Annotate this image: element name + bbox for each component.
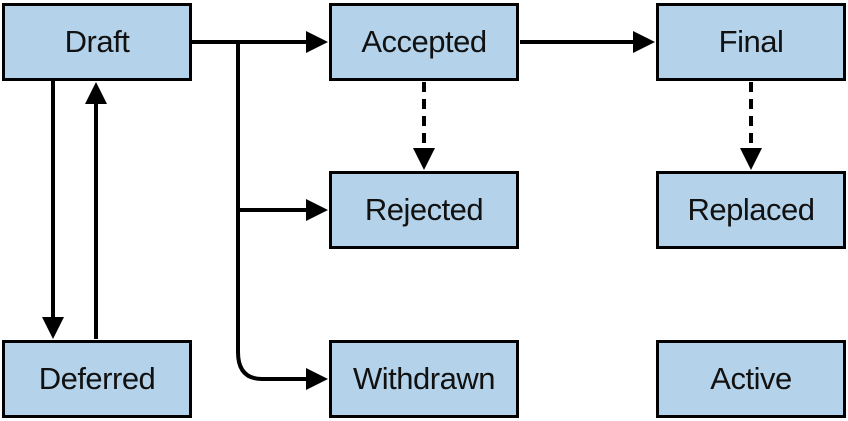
arrowhead-draft: [85, 82, 107, 104]
node-withdrawn: Withdrawn: [329, 340, 519, 418]
node-replaced: Replaced: [656, 171, 846, 249]
node-active: Active: [656, 340, 846, 418]
node-deferred: Deferred: [2, 340, 192, 418]
node-rejected: Rejected: [329, 171, 519, 249]
node-replaced-label: Replaced: [687, 192, 815, 227]
node-accepted-label: Accepted: [361, 24, 487, 59]
node-draft-label: Draft: [64, 24, 130, 59]
arrowhead-withdrawn: [306, 368, 328, 390]
node-final-label: Final: [718, 24, 784, 59]
node-withdrawn-label: Withdrawn: [353, 361, 495, 396]
node-rejected-label: Rejected: [364, 192, 484, 227]
arrowhead-final: [633, 31, 655, 53]
node-active-label: Active: [710, 361, 792, 396]
arrowhead-accepted: [306, 31, 328, 53]
arrowhead-deferred: [42, 317, 64, 339]
edge-draft-branch-trunk: [236, 42, 312, 381]
arrowhead-rejected: [306, 199, 328, 221]
node-accepted: Accepted: [329, 3, 519, 81]
node-final: Final: [656, 3, 846, 81]
arrowhead-rejected-dashed: [413, 148, 435, 170]
node-draft: Draft: [2, 3, 192, 81]
node-deferred-label: Deferred: [38, 361, 156, 396]
arrowhead-replaced: [740, 148, 762, 170]
